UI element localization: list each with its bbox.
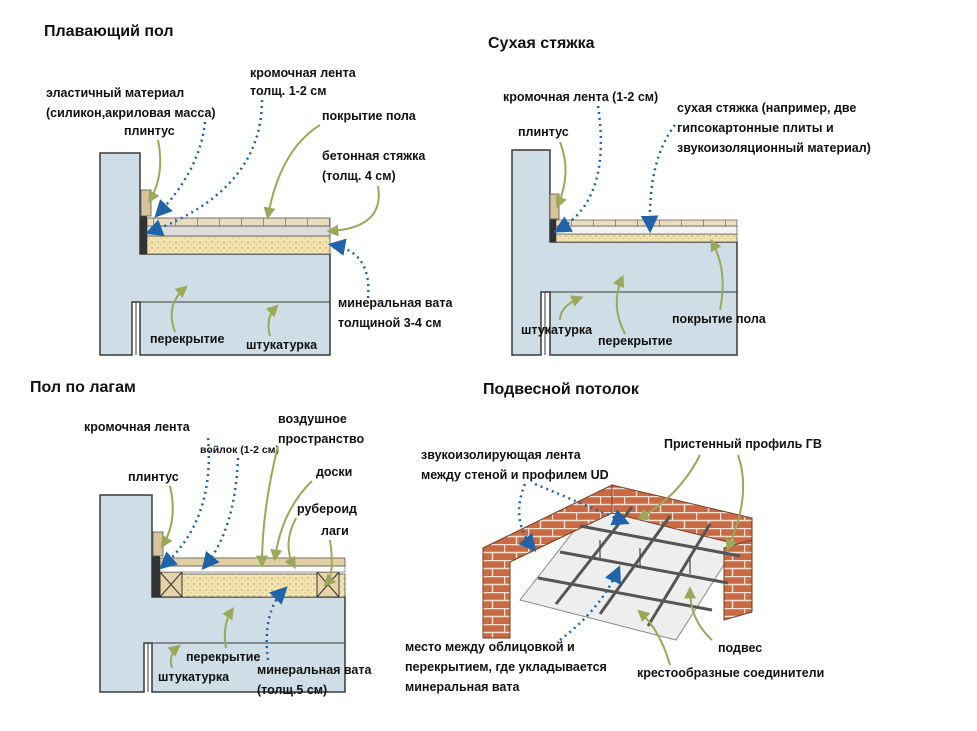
floating-floor-title: Плавающий пол: [44, 23, 174, 40]
joist-edge-tape-arrow: [159, 437, 211, 570]
joist-floor-boards: [159, 557, 346, 567]
edge-tape-label: кромочная лента: [250, 66, 357, 80]
connectors-arrow: [637, 609, 671, 666]
joist-plinth-label: плинтус: [128, 470, 179, 484]
roofing-label: рубероид: [297, 502, 357, 516]
dry-floor-cover-label: покрытие пола: [672, 312, 767, 326]
wall-profile-arrow-1: [636, 454, 701, 520]
joists-arrow: [323, 539, 337, 587]
suspended-ceiling-panel: Подвесной потолок звукоизолирующая лента…: [405, 381, 824, 694]
joist-plaster-arrow: [167, 644, 181, 669]
floor-cover-label: покрытие пола: [322, 109, 417, 123]
dry-plaster-arrow: [559, 295, 584, 321]
dry-screed-title: Сухая стяжка: [488, 35, 595, 52]
ceiling-hanger-rods: [599, 540, 691, 574]
elastic-material-label: эластичный материал: [46, 86, 184, 100]
insulation-space-label-2: перекрытием, где укладывается: [405, 660, 607, 674]
joist-floor-title: Пол по лагам: [30, 379, 136, 396]
joist-wool-label-2: (толщ.5 см): [257, 683, 327, 697]
elastic-material-label-2: (силикон,акриловая масса): [46, 106, 216, 120]
joist-plinth-arrow: [161, 485, 174, 549]
dry-screed-plinth: [549, 193, 560, 220]
air-space-arrow: [256, 445, 279, 568]
dry-edge-tape-arrow: [553, 105, 603, 233]
brick-wall-right: [723, 539, 753, 621]
suspended-ceiling-title: Подвесной потолок: [483, 381, 640, 398]
dry-slab-arrow: [613, 274, 626, 335]
floor-cover-arrow: [263, 124, 321, 220]
dry-screed-plaster-line: [544, 291, 737, 355]
insulation-space-label: место между облицовкой и: [405, 640, 575, 654]
felt-label: войлок (1-2 см): [200, 444, 279, 456]
joist-slab-arrow: [222, 607, 234, 649]
sound-tape-arrow-1: [517, 483, 537, 553]
plaster-arrow: [265, 304, 279, 337]
slab-label: перекрытие: [150, 332, 224, 346]
screed-arrow: [326, 185, 380, 237]
dry-edge-tape-label: кромочная лента (1-2 см): [503, 90, 658, 104]
hanger-label: подвес: [718, 641, 762, 655]
insulation-space-label-3: минеральная вата: [405, 680, 521, 694]
hanger-arrow: [684, 586, 713, 641]
plinth-label: плинтус: [124, 124, 175, 138]
dry-slab-label: перекрытие: [598, 334, 672, 348]
mineral-wool-arrow: [327, 238, 370, 299]
dry-screed-panel: Сухая стяжка кромочная лента (1-2 см) пл…: [488, 35, 871, 356]
joist-floor-joist-left-cross: [159, 571, 183, 598]
joist-floor-air-layer: [159, 565, 346, 573]
joist-floor-panel: Пол по лагам кромочная лента войлок (1-2…: [30, 379, 373, 697]
mineral-wool-label: минеральная вата: [338, 296, 454, 310]
joist-wool-label: минеральная вата: [257, 663, 373, 677]
plaster-label: штукатурка: [246, 338, 318, 352]
floating-floor-cover-layer: [146, 217, 331, 227]
joist-slab-label: перекрытие: [186, 650, 260, 664]
plinth-arrow: [148, 139, 162, 204]
connectors-label: крестообразные соединители: [637, 666, 824, 680]
dry-screed-label: сухая стяжка (например, две: [677, 101, 856, 115]
joist-plaster-label: штукатурка: [158, 670, 230, 684]
floating-floor-screed-layer: [146, 225, 331, 237]
dry-screed-board-layer: [555, 225, 738, 235]
floating-floor-wool-layer: [146, 235, 331, 255]
sound-tape-label: звукоизолирующая лента: [421, 448, 582, 462]
joist-floor-edge-tape: [152, 556, 160, 597]
dry-cover-arrow: [710, 238, 724, 311]
dry-screed-label-3: звукоизоляционный материал): [677, 141, 871, 155]
screed-label-2: (толщ. 4 см): [322, 169, 396, 183]
boards-label: доски: [316, 465, 352, 479]
slab-arrow: [170, 285, 188, 333]
air-space-label: воздушное: [278, 412, 347, 426]
mineral-wool-label-2: толщиной 3-4 см: [338, 316, 442, 330]
dry-plinth-label: плинтус: [518, 125, 569, 139]
joist-edge-tape-label: кромочная лента: [84, 420, 191, 434]
elastic-arrow: [154, 121, 207, 218]
dry-screed-edge-tape: [550, 219, 556, 242]
floating-floor-edge-tape: [140, 216, 147, 254]
dry-screed-cover-layer: [555, 219, 738, 227]
sound-tape-label-2: между стеной и профилем UD: [421, 468, 609, 482]
edge-tape-arrow: [145, 99, 264, 236]
floating-floor-plaster-line: [135, 301, 330, 355]
roofing-arrow: [284, 517, 297, 570]
dry-screed-label-2: гипсокартонные плиты и: [677, 121, 834, 135]
dry-screed-sound-layer: [555, 233, 738, 243]
floating-floor-panel: Плавающий пол эластичный материал (силик…: [44, 23, 454, 356]
dry-plaster-label: штукатурка: [521, 323, 593, 337]
joists-label: лаги: [321, 524, 349, 538]
felt-arrow: [201, 457, 240, 571]
dry-screed-arrow: [640, 124, 676, 234]
boards-arrow: [270, 480, 313, 562]
dry-plinth-arrow: [555, 141, 567, 209]
wall-profile-arrow-2: [725, 454, 745, 552]
joist-floor-plaster-line: [147, 642, 345, 692]
edge-tape-label-2: толщ. 1-2 см: [250, 84, 326, 98]
wall-profile-label: Пристенный профиль ГВ: [664, 437, 822, 451]
joist-floor-plinth: [152, 531, 164, 557]
air-space-label-2: пространство: [278, 432, 364, 446]
floating-floor-plinth: [140, 189, 152, 217]
screed-label: бетонная стяжка: [322, 149, 426, 163]
